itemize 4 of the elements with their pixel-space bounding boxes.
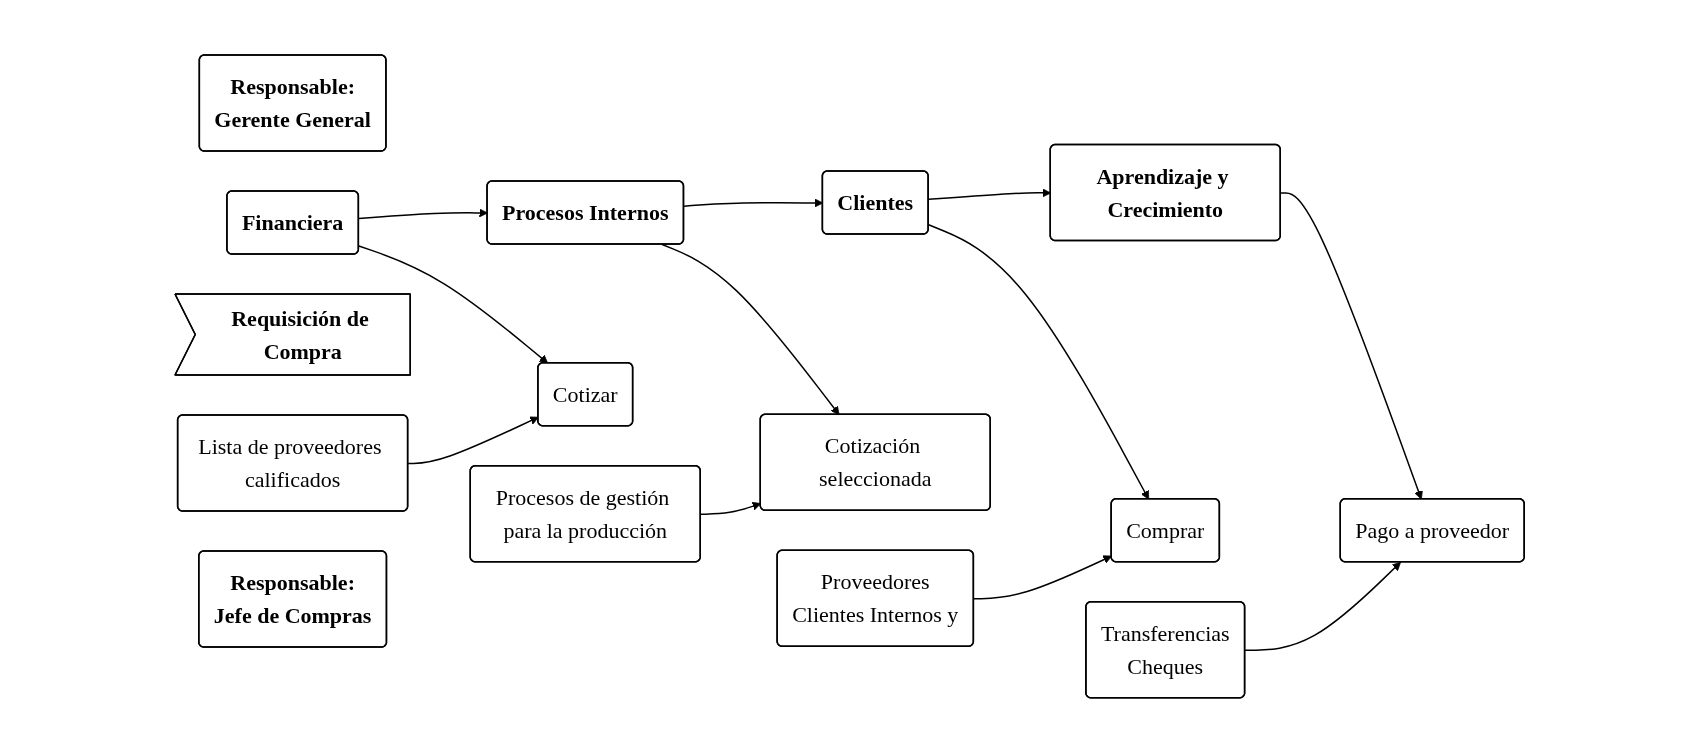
arrow xyxy=(661,243,840,415)
arrow xyxy=(973,555,1112,600)
arrow xyxy=(358,244,549,364)
arrow xyxy=(1244,561,1401,651)
